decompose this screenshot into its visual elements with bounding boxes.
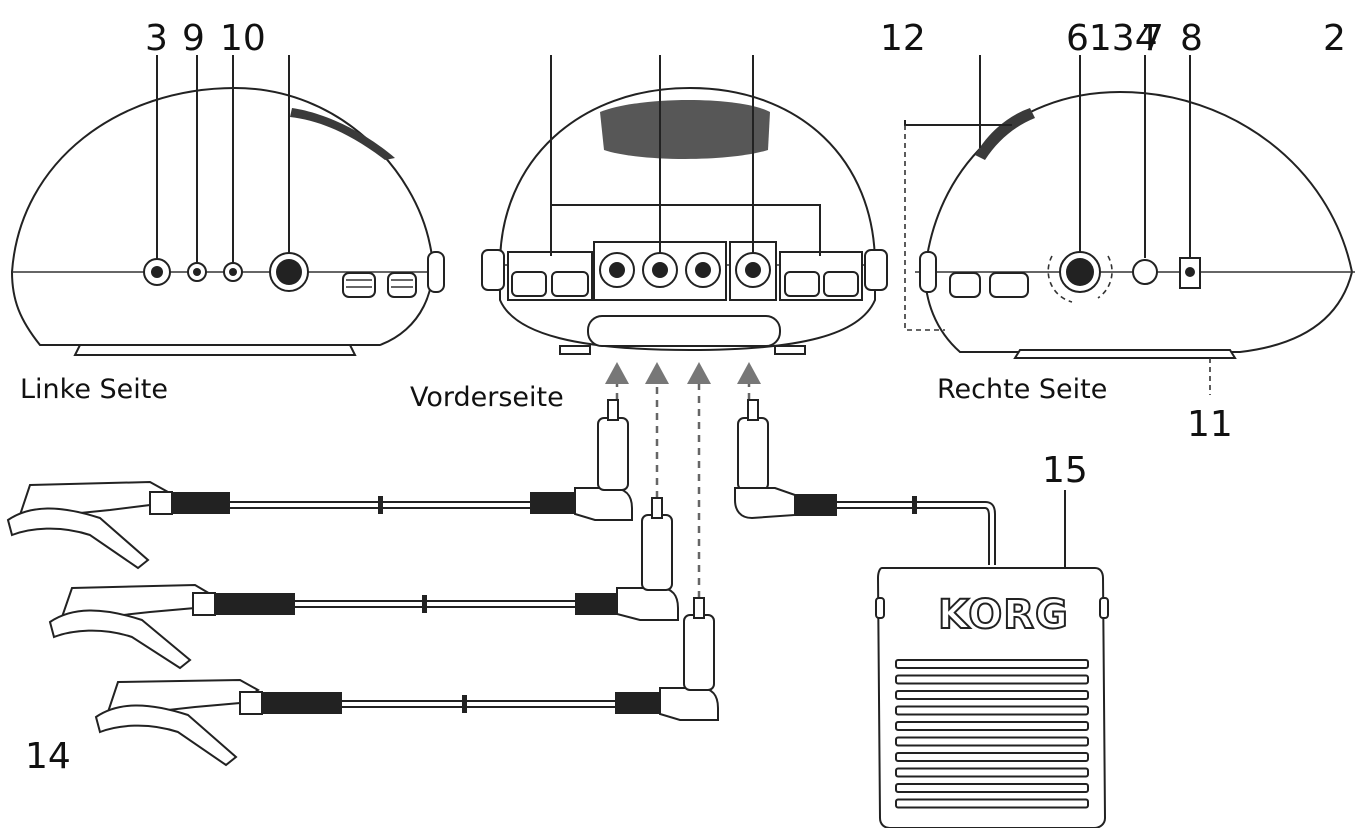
pedal-cable	[734, 399, 996, 565]
pedal-rib	[895, 767, 1089, 778]
label-10: 10	[220, 18, 266, 59]
clip-switch	[342, 272, 376, 298]
foot-pedal: KORG	[875, 490, 1109, 828]
label-15: 15	[1042, 450, 1088, 491]
clip-sensor-3	[94, 597, 719, 767]
pedal-input-jack	[735, 252, 771, 288]
volume-knob	[269, 252, 309, 292]
clip-switch	[551, 271, 589, 297]
input-jack	[685, 252, 721, 288]
input-jack	[642, 252, 678, 288]
arrow-up-icon	[737, 362, 761, 384]
clip-switch	[387, 272, 417, 298]
korg-logo: KORG	[938, 592, 1069, 638]
clip-sensor-1	[6, 399, 633, 570]
caption-right-side: Rechte Seite	[937, 374, 1107, 405]
pedal-rib	[895, 659, 1089, 669]
arrow-up-icon	[645, 362, 669, 384]
caption-left-side: Linke Seite	[20, 374, 168, 405]
pedal-rib	[895, 752, 1089, 762]
front-view	[481, 55, 888, 355]
pedal-rib	[895, 674, 1089, 685]
pedal-jack	[143, 258, 171, 286]
label-3: 3	[145, 18, 168, 59]
pedal-rib	[895, 721, 1089, 731]
line-out-jack	[187, 262, 207, 282]
label-11: 11	[1187, 404, 1233, 445]
input-jack	[599, 252, 635, 288]
arrow-up-icon	[605, 362, 629, 384]
mode-knob	[1047, 251, 1113, 303]
clip-sensor-2	[48, 497, 679, 670]
pedal-ribs	[895, 659, 1089, 809]
clip-switch	[949, 272, 981, 298]
right-side-view	[904, 55, 1355, 395]
pedal-rib	[895, 783, 1089, 793]
left-side-view	[10, 55, 445, 356]
label-12: 12	[880, 18, 926, 59]
label-7: 7	[1141, 18, 1164, 59]
label-14: 14	[25, 736, 71, 777]
dc-in-jack	[1179, 257, 1201, 289]
plug-direction-arrows	[605, 362, 761, 598]
pedal-rib	[895, 690, 1089, 700]
label-2: 2	[1323, 18, 1346, 59]
power-button	[1132, 259, 1158, 285]
pedal-rib	[895, 798, 1089, 809]
pedal-rib	[895, 736, 1089, 747]
label-9: 9	[182, 18, 205, 59]
clip-switch	[784, 271, 820, 297]
caption-front: Vorderseite	[410, 382, 564, 413]
label-6134: 6134	[1066, 18, 1158, 59]
clip-switch	[511, 271, 547, 297]
clip-switch	[989, 272, 1029, 298]
arrow-up-icon	[687, 362, 711, 384]
pedal-rib	[895, 705, 1089, 716]
clip-switch	[823, 271, 859, 297]
label-8: 8	[1180, 18, 1203, 59]
headphone-jack	[223, 262, 243, 282]
